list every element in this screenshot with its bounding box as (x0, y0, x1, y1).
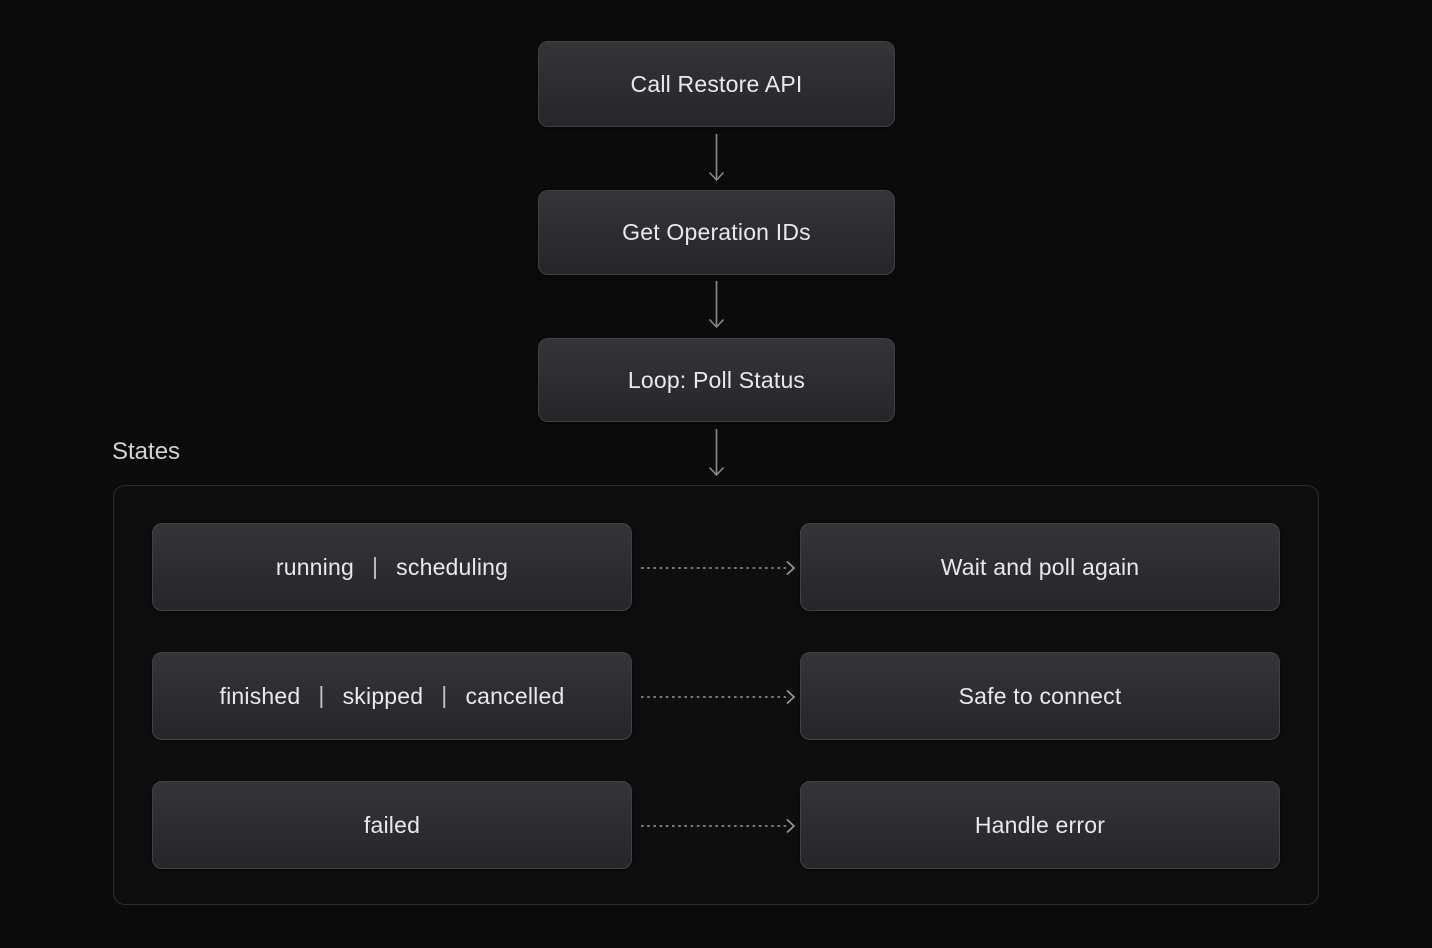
state-name: failed (363, 811, 421, 838)
state-name: scheduling (396, 553, 509, 580)
flow-node-loop-poll-status: Loop: Poll Status (538, 338, 895, 422)
down-arrow-icon (708, 134, 725, 182)
states-section-label: States (112, 438, 181, 465)
down-arrow-icon (708, 281, 725, 329)
states-container (113, 485, 1319, 905)
state-name: finished (219, 682, 301, 709)
dashed-right-arrow-icon (641, 560, 796, 576)
state-name: skipped (342, 682, 424, 709)
state-separator: | (441, 681, 448, 708)
dashed-right-arrow-icon (641, 818, 796, 834)
flow-node-call-restore-api: Call Restore API (538, 41, 895, 127)
state-separator: | (318, 681, 325, 708)
state-separator: | (371, 552, 379, 579)
state-node-running-scheduling: running | scheduling (152, 523, 632, 611)
state-node-failed: failed (152, 781, 632, 869)
flow-node-get-operation-ids: Get Operation IDs (538, 190, 895, 275)
action-node-handle-error: Handle error (800, 781, 1280, 869)
state-name: running (275, 553, 354, 580)
down-arrow-icon (708, 429, 725, 477)
dashed-right-arrow-icon (641, 689, 796, 705)
action-node-safe-to-connect: Safe to connect (800, 652, 1280, 740)
action-node-wait-and-poll-again: Wait and poll again (800, 523, 1280, 611)
state-name: cancelled (465, 682, 565, 709)
state-node-finished-skipped-cancelled: finished | skipped | cancelled (152, 652, 632, 740)
